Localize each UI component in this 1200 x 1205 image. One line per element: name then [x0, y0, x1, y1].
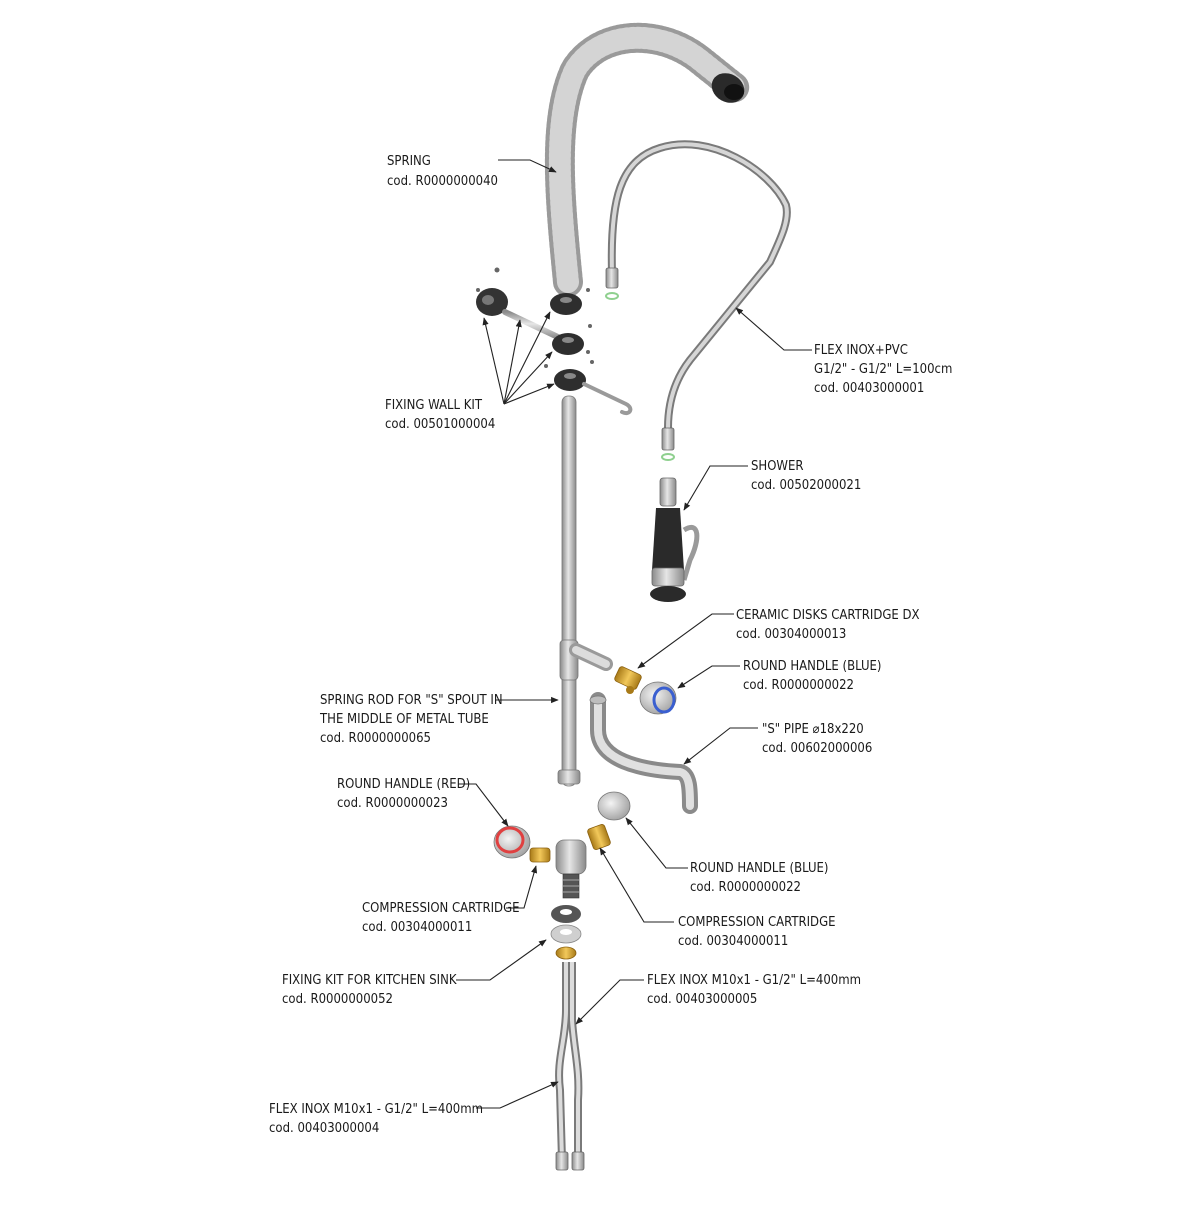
flex-inox-right-code: cod. 00403000005: [647, 992, 757, 1007]
leader-handle-red: [458, 783, 509, 827]
leader-wall-kit-1: [482, 317, 505, 405]
mixer-body: [555, 839, 587, 899]
callout-flex-inox-right: FLEX INOX M10x1 - G1/2" L=400mm cod. 004…: [647, 973, 861, 1007]
spring-rod-code: cod. R0000000065: [320, 731, 431, 746]
s-pipe-part: [589, 692, 698, 814]
ceramic-cartridge-name: CERAMIC DISKS CARTRIDGE DX: [736, 608, 920, 623]
flex-inox-pvc-spec: G1/2" - G1/2" L=100cm: [814, 362, 952, 377]
flex-inox-right-name: FLEX INOX M10x1 - G1/2" L=400mm: [647, 973, 861, 988]
round-handle-blue-bottom-part: [597, 791, 631, 821]
leader-lines: [456, 159, 812, 1109]
leader-ceramic: [637, 613, 734, 669]
round-handle-red-part: [493, 825, 531, 859]
leader-wall-kit-4: [503, 351, 553, 405]
fixing-wall-kit-part: [476, 267, 633, 415]
s-pipe-name: "S" PIPE ⌀18x220: [762, 722, 864, 737]
callout-compression-cartridge-right: COMPRESSION CARTRIDGE cod. 00304000011: [678, 915, 836, 949]
callout-round-handle-blue-top: ROUND HANDLE (BLUE) cod. R0000000022: [743, 659, 882, 693]
compression-cartridge-left-part: [529, 847, 551, 863]
callout-flex-inox-left: FLEX INOX M10x1 - G1/2" L=400mm cod. 004…: [269, 1102, 483, 1136]
shower-part: [650, 477, 700, 602]
round-handle-red-name: ROUND HANDLE (RED): [337, 777, 470, 792]
spring-rod-tube: [557, 395, 613, 787]
fixing-kit-sink-part: [550, 905, 582, 960]
leader-handle-blue-bottom: [625, 817, 688, 869]
leader-handle-blue-top: [677, 665, 740, 689]
callout-fixing-wall-kit: FIXING WALL KIT cod. 00501000004: [385, 398, 495, 432]
fixing-kit-sink-code: cod. R0000000052: [282, 992, 393, 1007]
callout-shower: SHOWER cod. 00502000021: [751, 459, 861, 493]
round-handle-blue-bottom-name: ROUND HANDLE (BLUE): [690, 861, 829, 876]
flex-inox-left-code: cod. 00403000004: [269, 1121, 379, 1136]
leader-wall-kit-2: [503, 319, 522, 405]
callout-fixing-kit-sink: FIXING KIT FOR KITCHEN SINK cod. R000000…: [282, 973, 457, 1007]
round-handle-red-code: cod. R0000000023: [337, 796, 448, 811]
leader-flex-inox-pvc: [735, 307, 812, 351]
leader-wall-kit-3: [503, 311, 551, 405]
leader-flex-inox-right: [575, 979, 644, 1025]
fixing-kit-sink-name: FIXING KIT FOR KITCHEN SINK: [282, 973, 457, 988]
leader-compression-left: [506, 865, 538, 909]
spring-code: cod. R0000000040: [387, 174, 498, 189]
leader-s-pipe: [683, 727, 758, 765]
leader-fixing-kit-sink: [456, 939, 547, 981]
spring-name: SPRING: [387, 154, 431, 169]
leader-shower: [683, 465, 748, 511]
leader-spring: [498, 159, 557, 173]
flex-inox-pvc-name: FLEX INOX+PVC: [814, 343, 908, 358]
fixing-wall-kit-name: FIXING WALL KIT: [385, 398, 483, 413]
round-handle-blue-top-part: [639, 681, 677, 715]
compression-left-code: cod. 00304000011: [362, 920, 472, 935]
leader-wall-kit-5: [503, 383, 555, 405]
callout-ceramic-cartridge: CERAMIC DISKS CARTRIDGE DX cod. 00304000…: [736, 608, 920, 642]
ceramic-cartridge-part: [614, 666, 642, 694]
spring-rod-line2: THE MIDDLE OF METAL TUBE: [319, 712, 489, 727]
flex-inox-pvc-hose: [605, 140, 791, 461]
shower-name: SHOWER: [751, 459, 804, 474]
leader-flex-inox-left: [476, 1081, 559, 1109]
compression-right-code: cod. 00304000011: [678, 934, 788, 949]
shower-code: cod. 00502000021: [751, 478, 861, 493]
compression-cartridge-right-part: [587, 824, 611, 850]
round-handle-blue-bottom-code: cod. R0000000022: [690, 880, 801, 895]
callout-flex-inox-pvc: FLEX INOX+PVC G1/2" - G1/2" L=100cm cod.…: [814, 343, 952, 396]
ceramic-cartridge-code: cod. 00304000013: [736, 627, 846, 642]
leader-compression-right: [599, 847, 674, 923]
spring-rod-line1: SPRING ROD FOR "S" SPOUT IN: [320, 693, 503, 708]
compression-right-name: COMPRESSION CARTRIDGE: [678, 915, 836, 930]
flex-inox-pvc-code: cod. 00403000001: [814, 381, 924, 396]
callout-s-pipe: "S" PIPE ⌀18x220 cod. 00602000006: [762, 722, 872, 756]
fixing-wall-kit-code: cod. 00501000004: [385, 417, 495, 432]
callout-round-handle-blue-bottom: ROUND HANDLE (BLUE) cod. R0000000022: [690, 861, 829, 895]
compression-left-name: COMPRESSION CARTRIDGE: [362, 901, 520, 916]
flex-inox-left-name: FLEX INOX M10x1 - G1/2" L=400mm: [269, 1102, 483, 1117]
callout-round-handle-red: ROUND HANDLE (RED) cod. R0000000023: [337, 777, 470, 811]
round-handle-blue-top-name: ROUND HANDLE (BLUE): [743, 659, 882, 674]
flex-inox-bottom-hoses: [555, 962, 585, 1171]
callout-spring-rod: SPRING ROD FOR "S" SPOUT IN THE MIDDLE O…: [319, 693, 503, 746]
round-handle-blue-top-code: cod. R0000000022: [743, 678, 854, 693]
callout-compression-cartridge-left: COMPRESSION CARTRIDGE cod. 00304000011: [362, 901, 520, 935]
callout-spring: SPRING cod. R0000000040: [387, 154, 498, 189]
s-pipe-code: cod. 00602000006: [762, 741, 872, 756]
spring-part: [544, 22, 750, 297]
